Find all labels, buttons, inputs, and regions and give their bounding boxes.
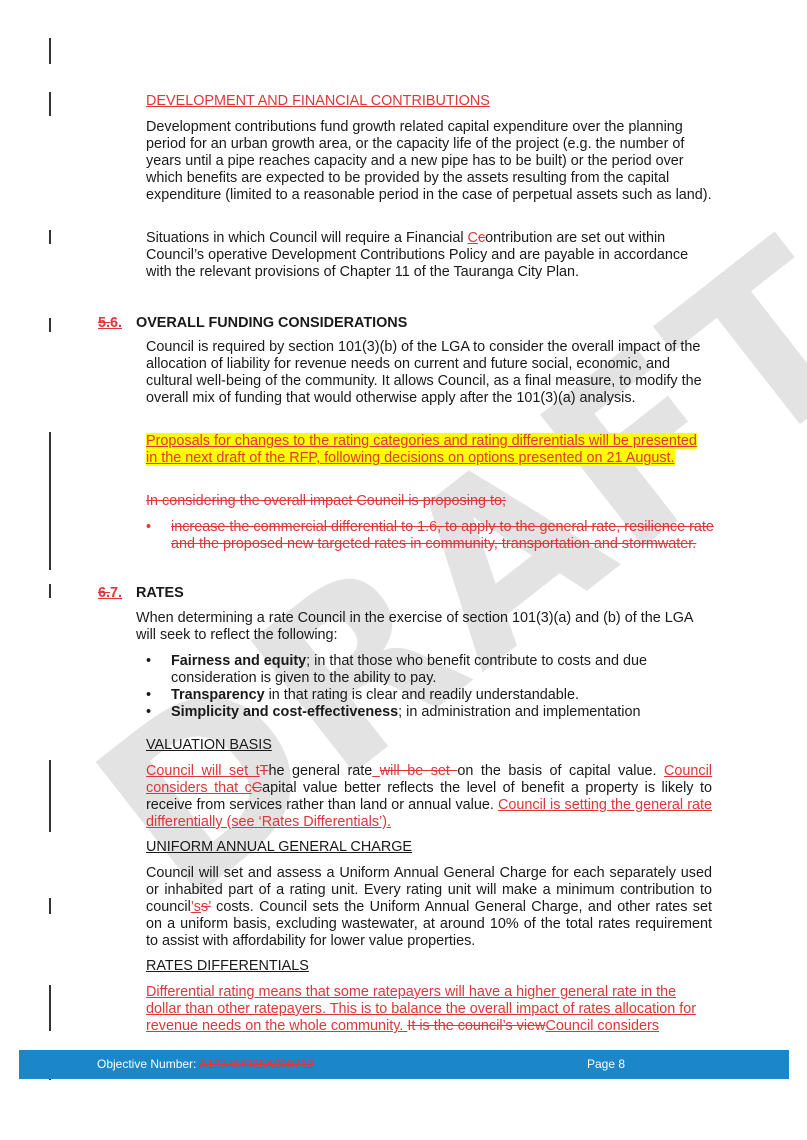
text-run: Council will set and assess a Uniform An… <box>146 865 712 915</box>
deleted-text: will be set <box>379 763 458 779</box>
inserted-text: Differential rating means that some rate… <box>146 984 697 1034</box>
rates-principles-list: Fairness and equity; in that those who b… <box>146 653 716 721</box>
inserted-text: ’s <box>190 899 201 915</box>
text-run: he general rate <box>268 763 373 779</box>
highlighted-text: Proposals for changes to the rating cate… <box>146 433 697 466</box>
highlighted-proposal: Proposals for changes to the rating cate… <box>146 433 712 467</box>
deleted-text: s’ <box>200 899 211 915</box>
text-run: ontribution are set out within Council’s… <box>146 230 689 280</box>
list-item: Fairness and equity; in that those who b… <box>146 653 716 687</box>
dev-contrib-heading: DEVELOPMENT AND FINANCIAL CONTRIBUTIONS <box>146 93 490 109</box>
objective-number: Objective Number: A12345/R65A900712 <box>97 1057 314 1071</box>
deleted-text: T <box>259 763 269 779</box>
inserted-text: Council considers <box>545 1018 660 1034</box>
overall-paragraph: Council is required by section 101(3)(b)… <box>146 339 702 406</box>
differentials-heading: RATES DIFFERENTIALS <box>146 958 309 974</box>
page-number: Page 8 <box>587 1057 626 1071</box>
deleted-text: It is the council’s view <box>407 1018 546 1034</box>
differentials-paragraph: Differential rating means that some rate… <box>146 984 712 1035</box>
text-run: apital value better reflects the level o… <box>146 780 712 813</box>
inserted-text <box>372 763 380 779</box>
change-bar <box>49 985 51 1031</box>
inserted-text: Council is setting the general rate diff… <box>146 797 712 830</box>
deleted-text: c <box>477 230 486 246</box>
list-item: Transparency in that rating is clear and… <box>146 687 716 704</box>
valuation-heading: VALUATION BASIS <box>146 737 272 753</box>
section-heading-rates: 6.7. RATES <box>98 585 184 602</box>
valuation-paragraph: Council will set tThe general rate will … <box>146 763 712 831</box>
inserted-text: C <box>467 230 478 246</box>
dev-contrib-paragraph-1: Development contributions fund growth re… <box>146 119 712 203</box>
deleted-paragraph: In considering the overall impact Counci… <box>146 493 506 509</box>
deleted-bullet-list: increase the commercial differential to … <box>146 519 716 553</box>
change-bar <box>49 760 51 832</box>
page-footer: Objective Number: A12345/R65A900712 Page… <box>19 1050 789 1079</box>
change-bar <box>49 432 51 570</box>
text-run: costs. Council sets the Uniform Annual G… <box>146 899 712 949</box>
section-title: RATES <box>136 585 184 601</box>
inserted-text: Council considers that c <box>146 763 712 796</box>
change-bar <box>49 92 51 116</box>
rates-intro: When determining a rate Council in the e… <box>136 610 693 643</box>
section-number: 5.6. <box>98 315 123 331</box>
uagc-paragraph: Council will set and assess a Uniform An… <box>146 865 712 950</box>
change-bar <box>49 318 51 332</box>
list-item: Simplicity and cost-effectiveness; in ad… <box>146 704 716 721</box>
inserted-text: Council will set t <box>146 763 260 779</box>
deleted-bullet: increase the commercial differential to … <box>146 519 716 553</box>
change-bar <box>49 230 51 244</box>
section-heading-overall: 5.6. OVERALL FUNDING CONSIDERATIONS <box>98 315 407 332</box>
section-title: OVERALL FUNDING CONSIDERATIONS <box>136 315 408 331</box>
change-bar <box>49 38 51 64</box>
change-bar <box>49 584 51 598</box>
uagc-heading: UNIFORM ANNUAL GENERAL CHARGE <box>146 839 413 855</box>
deleted-text: C <box>251 780 263 796</box>
change-bar <box>49 898 51 914</box>
section-number: 6.7. <box>98 585 123 601</box>
dev-contrib-paragraph-2: Situations in which Council will require… <box>146 230 712 281</box>
text-run: on the basis of capital value. <box>457 763 664 779</box>
text-run: Situations in which Council will require… <box>146 230 468 246</box>
